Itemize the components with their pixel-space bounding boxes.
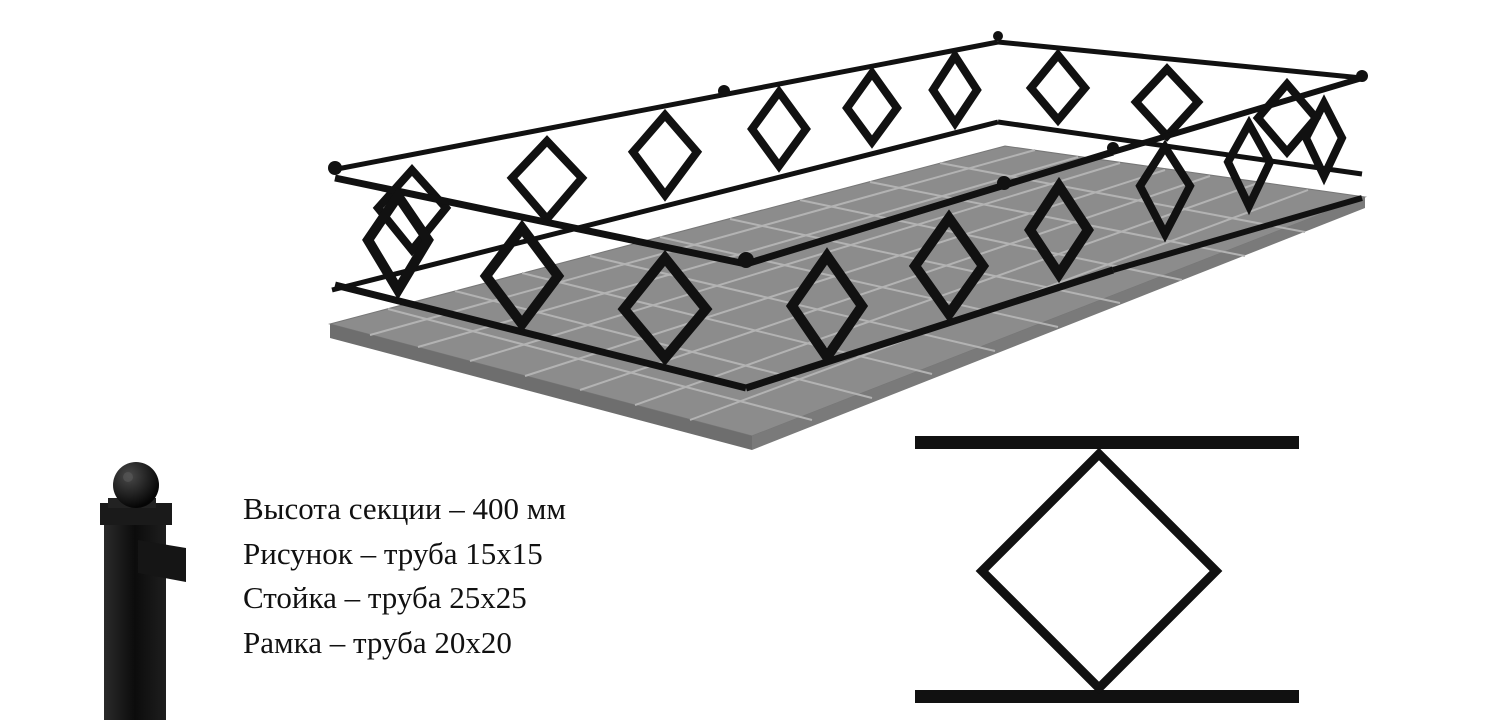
slab-front-edge — [330, 324, 752, 450]
spec-list: Высота секции – 400 мм Рисунок – труба 1… — [243, 487, 566, 665]
spec-section-height: Высота секции – 400 мм — [243, 491, 567, 526]
pattern-bottom-rail — [915, 690, 1299, 703]
rail-stub — [138, 540, 186, 582]
post-ball-cap — [113, 462, 159, 508]
spec-frame-tube: Рамка – труба 20х20 — [243, 624, 512, 660]
slab-side-edge — [752, 197, 1365, 450]
pattern-top-rail — [915, 436, 1299, 449]
post-collar — [100, 503, 172, 525]
post-detail — [100, 462, 186, 720]
left-fence — [327, 161, 747, 392]
pattern-diamond — [975, 447, 1223, 695]
spec-post-tube: Стойка – труба 25х25 — [243, 580, 527, 615]
pattern-detail — [915, 436, 1299, 703]
right-fence — [1112, 70, 1368, 273]
spec-pattern-tube: Рисунок – труба 15х15 — [243, 535, 543, 571]
paved-slab — [328, 145, 1367, 450]
front-fence — [737, 142, 1120, 445]
